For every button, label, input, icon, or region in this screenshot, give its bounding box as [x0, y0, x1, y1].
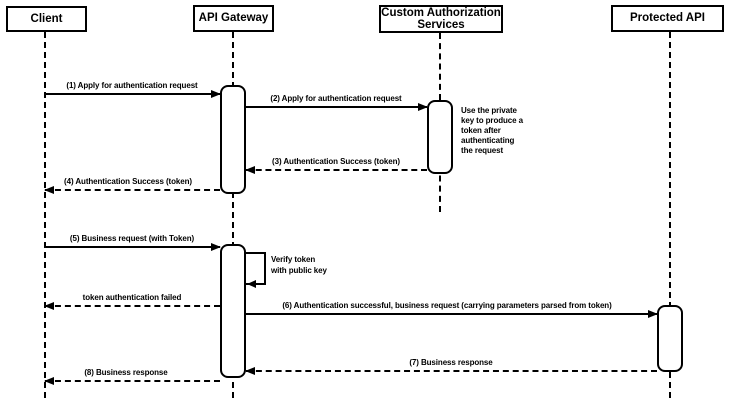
- lifeline-protected-api: [669, 32, 671, 398]
- message-4-label: (4) Authentication Success (token): [64, 177, 192, 186]
- arrowhead-icon: [44, 377, 54, 385]
- arrowhead-icon: [648, 310, 658, 318]
- activation-api-gateway-1: [220, 85, 246, 194]
- actor-client: Client: [6, 6, 87, 32]
- activation-custom-authorization-services: [427, 100, 453, 174]
- arrowhead-icon: [245, 166, 255, 174]
- actor-custom-authorization-services: Custom Authorization Services: [379, 5, 503, 33]
- self-message-label: Verify token with public key: [271, 255, 327, 275]
- arrowhead-icon: [44, 186, 54, 194]
- arrowhead-icon: [211, 243, 221, 251]
- actor-api-gateway: API Gateway: [193, 5, 274, 32]
- message-2-label: (2) Apply for authentication request: [270, 94, 402, 103]
- message-3-label: (3) Authentication Success (token): [272, 157, 400, 166]
- activation-protected-api: [657, 305, 683, 372]
- message-1-label: (1) Apply for authentication request: [66, 81, 198, 90]
- arrowhead-icon: [44, 302, 54, 310]
- message-token-failed-label: token authentication failed: [82, 293, 182, 302]
- arrowhead-icon: [245, 367, 255, 375]
- arrowhead-icon: [418, 103, 428, 111]
- self-message-loop: [246, 252, 266, 285]
- message-7-label: (7) Business response: [409, 358, 493, 367]
- activation-api-gateway-2: [220, 244, 246, 378]
- arrowhead-icon: [247, 280, 256, 288]
- message-6-label: (6) Authentication successful, business …: [282, 301, 612, 310]
- arrowhead-icon: [211, 90, 221, 98]
- lifeline-api-gateway: [232, 32, 234, 398]
- note-private-key: Use the private key to produce a token a…: [461, 106, 523, 155]
- message-5-label: (5) Business request (with Token): [69, 234, 195, 243]
- lifeline-client: [44, 32, 46, 398]
- message-8-label: (8) Business response: [84, 368, 168, 377]
- actor-protected-api: Protected API: [611, 5, 724, 32]
